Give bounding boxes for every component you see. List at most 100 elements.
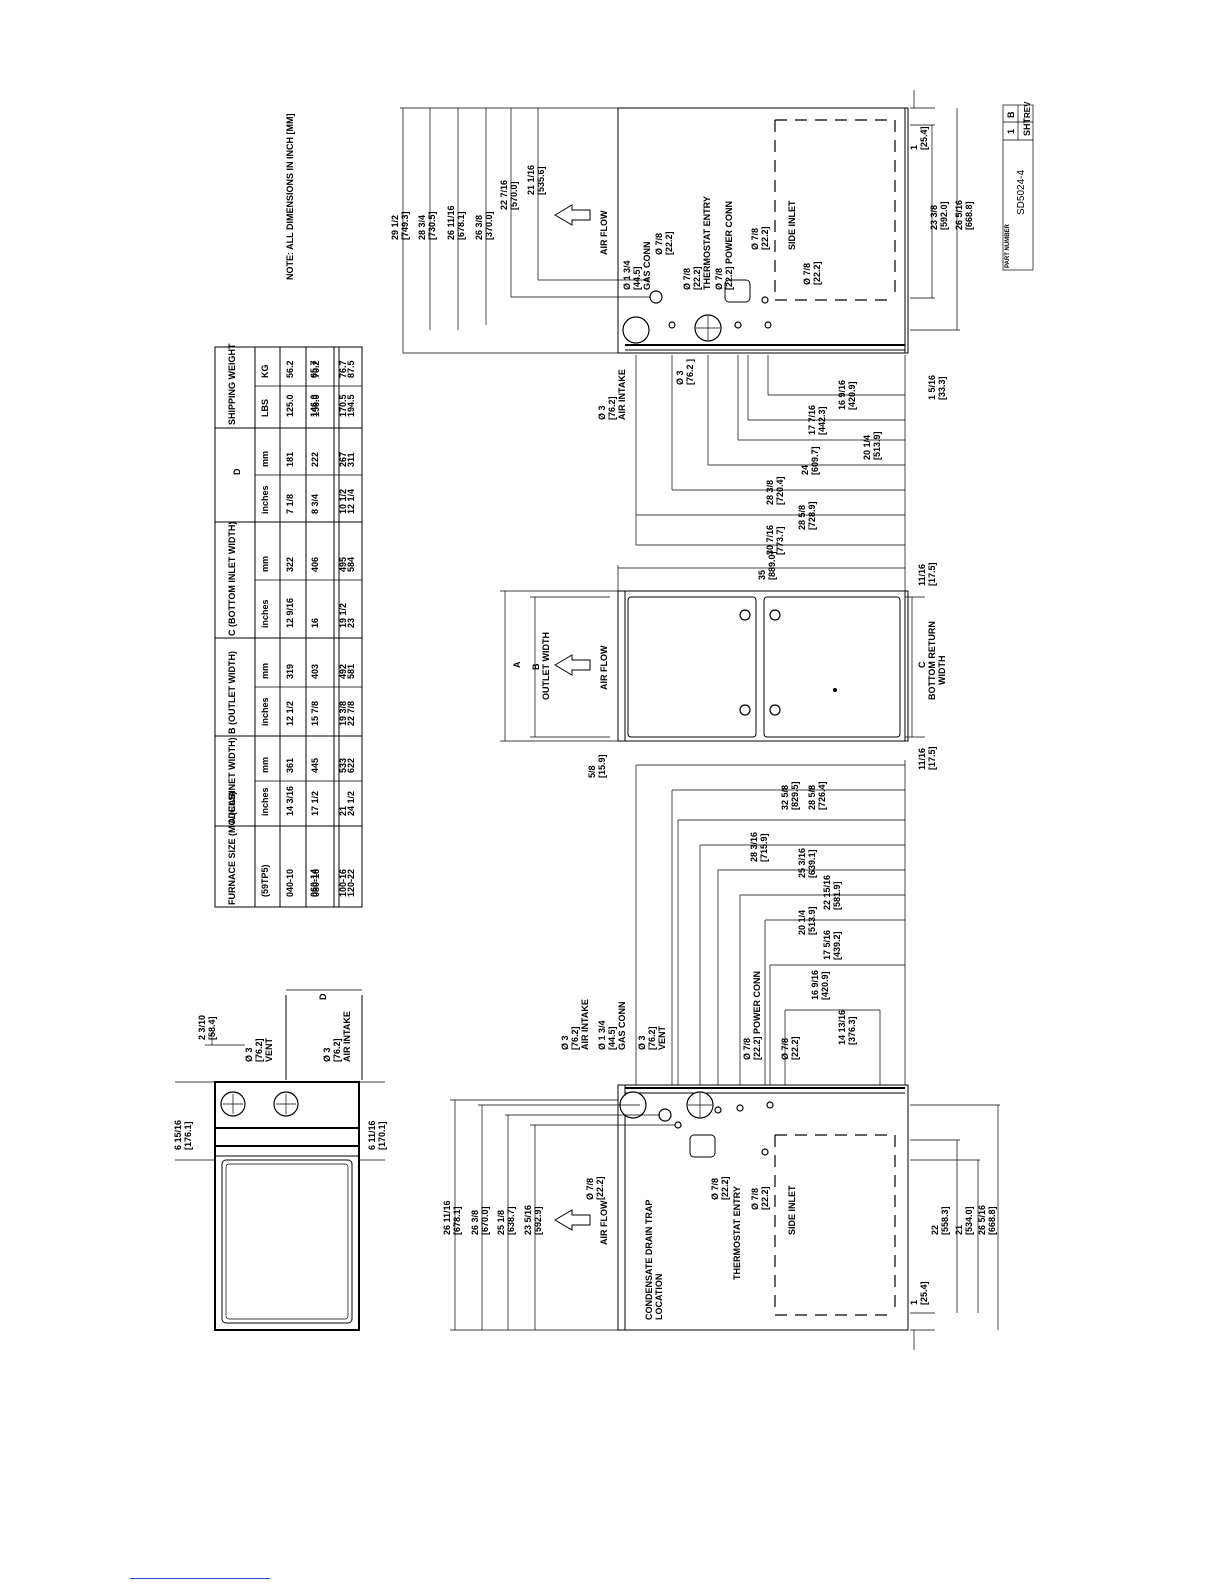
table-cell: 19 3/8 bbox=[338, 701, 348, 726]
table-cell: 311 bbox=[346, 452, 356, 467]
table-cell: 581 bbox=[346, 664, 356, 679]
svg-text:[22.2] POWER CONN: [22.2] POWER CONN bbox=[752, 971, 762, 1060]
svg-text:[76.2]: [76.2] bbox=[647, 1026, 657, 1050]
title-rev-label: REV bbox=[1023, 101, 1032, 118]
title-part-label: PART NUMBER bbox=[1005, 223, 1011, 268]
svg-text:[376.3]: [376.3] bbox=[847, 1016, 857, 1045]
svg-text:[76.2 ]: [76.2 ] bbox=[685, 359, 695, 385]
svg-text:11/16: 11/16 bbox=[917, 748, 927, 770]
table-cell: 8 3/4 bbox=[310, 494, 320, 514]
svg-text:AIR FLOW: AIR FLOW bbox=[599, 1200, 609, 1245]
svg-text:LOCATION: LOCATION bbox=[654, 1274, 664, 1320]
svg-text:[22.2]: [22.2] bbox=[760, 1186, 770, 1210]
svg-text:[570.0]: [570.0] bbox=[509, 181, 519, 210]
svg-text:[22.2]: [22.2] bbox=[720, 1176, 730, 1200]
svg-text:22 7/16: 22 7/16 bbox=[499, 180, 509, 210]
svg-text:CONDENSATE DRAIN TRAP: CONDENSATE DRAIN TRAP bbox=[644, 1200, 654, 1320]
title-sht: 1 bbox=[1006, 129, 1016, 134]
table-cell: 322 bbox=[285, 557, 295, 572]
svg-text:[534.0]: [534.0] bbox=[964, 1206, 974, 1235]
svg-text:32 5/8: 32 5/8 bbox=[780, 785, 790, 810]
right-side-view: 29 1/2 [749.3] 28 3/4 [730.5] 26 11/16 [… bbox=[390, 90, 974, 560]
svg-text:[668.8]: [668.8] bbox=[964, 201, 974, 230]
svg-text:Ø 7/8: Ø 7/8 bbox=[750, 1188, 760, 1210]
svg-text:AIR INTAKE: AIR INTAKE bbox=[342, 1011, 352, 1062]
svg-text:Ø 3: Ø 3 bbox=[637, 1035, 647, 1050]
table-cell: 445 bbox=[310, 758, 320, 773]
table-cell: 156.0 bbox=[311, 394, 321, 417]
svg-text:[728.9]: [728.9] bbox=[807, 501, 817, 530]
svg-text:WIDTH: WIDTH bbox=[937, 656, 947, 686]
table-header-b: B (OUTLET WIDTH) bbox=[227, 651, 237, 734]
svg-text:Ø 7/8: Ø 7/8 bbox=[750, 228, 760, 250]
svg-text:21 1/16: 21 1/16 bbox=[526, 165, 536, 195]
table-header-c: C (BOTTOM INLET WIDTH) bbox=[227, 522, 237, 636]
svg-text:[715.9]: [715.9] bbox=[759, 833, 769, 862]
svg-text:[513.9]: [513.9] bbox=[872, 431, 882, 460]
title-dwg: SD5024-4 bbox=[1016, 170, 1027, 215]
svg-text:Ø 7/8: Ø 7/8 bbox=[585, 1178, 595, 1200]
svg-text:16 9/16: 16 9/16 bbox=[837, 380, 847, 410]
svg-text:25 1/8: 25 1/8 bbox=[496, 1210, 506, 1235]
svg-text:17 7/16: 17 7/16 bbox=[807, 405, 817, 435]
table-cell: 56.2 bbox=[285, 360, 295, 378]
table-cell: 15 7/8 bbox=[310, 701, 320, 726]
svg-text:Ø 7/8: Ø 7/8 bbox=[714, 268, 724, 290]
svg-text:28 3/4: 28 3/4 bbox=[417, 215, 427, 240]
svg-text:[22.2]: [22.2] bbox=[692, 266, 702, 290]
table-header-d: D bbox=[232, 468, 242, 475]
svg-text:Ø 7/8: Ø 7/8 bbox=[682, 268, 692, 290]
svg-text:[638.7]: [638.7] bbox=[506, 1206, 516, 1235]
table-cell: 181 bbox=[285, 452, 295, 467]
table-unit-cell: KG bbox=[260, 365, 270, 379]
svg-text:22 15/16: 22 15/16 bbox=[822, 875, 832, 910]
svg-text:[439.2]: [439.2] bbox=[832, 931, 842, 960]
svg-text:26 5/16: 26 5/16 bbox=[977, 1205, 987, 1235]
svg-text:[592.9]: [592.9] bbox=[533, 1206, 543, 1235]
table-cell: 495 bbox=[338, 557, 348, 572]
svg-text:GAS CONN: GAS CONN bbox=[642, 241, 652, 290]
table-cell: 040-10 bbox=[285, 869, 295, 897]
svg-text:[22.2]: [22.2] bbox=[664, 231, 674, 255]
svg-text:OUTLET WIDTH: OUTLET WIDTH bbox=[541, 632, 551, 700]
svg-text:[639.1]: [639.1] bbox=[807, 849, 817, 878]
table-unit-cell: inches bbox=[260, 697, 270, 726]
svg-text:28 5/8: 28 5/8 bbox=[797, 505, 807, 530]
footer-link-underline bbox=[130, 1578, 270, 1579]
table-cell: 120-22 bbox=[346, 869, 356, 897]
table-header-ship: SHIPPING WEIGHT bbox=[227, 343, 237, 425]
table-unit-cell: mm bbox=[260, 451, 270, 467]
svg-text:6 11/16: 6 11/16 bbox=[367, 1120, 377, 1150]
table-cell: 194.5 bbox=[346, 394, 356, 417]
svg-text:16 9/16: 16 9/16 bbox=[810, 970, 820, 1000]
svg-text:GAS CONN: GAS CONN bbox=[617, 1001, 627, 1050]
svg-text:Ø 3: Ø 3 bbox=[244, 1047, 254, 1062]
svg-text:[773.7]: [773.7] bbox=[775, 526, 785, 555]
svg-text:[668.8]: [668.8] bbox=[987, 1206, 997, 1235]
table-cell: 24 1/2 bbox=[346, 791, 356, 816]
svg-text:A: A bbox=[512, 661, 522, 668]
svg-text:[720.4]: [720.4] bbox=[775, 476, 785, 505]
svg-text:AIR INTAKE: AIR INTAKE bbox=[617, 369, 627, 420]
table-cell: 170.5 bbox=[338, 394, 348, 417]
title-block: REV SHT B 1 SD5024-4 PART NUMBER bbox=[1002, 101, 1034, 271]
svg-text:5/8: 5/8 bbox=[587, 765, 597, 778]
svg-text:26 11/16: 26 11/16 bbox=[442, 1200, 452, 1235]
table-cell: 12 1/4 bbox=[346, 489, 356, 514]
svg-text:[889.0]: [889.0] bbox=[767, 551, 777, 580]
svg-text:[513.9]: [513.9] bbox=[807, 906, 817, 935]
svg-text:SIDE INLET: SIDE INLET bbox=[787, 1185, 797, 1235]
svg-text:26 5/16: 26 5/16 bbox=[954, 200, 964, 230]
svg-text:[22.2] POWER CONN: [22.2] POWER CONN bbox=[724, 201, 734, 290]
table-cell: 492 bbox=[338, 664, 348, 679]
table-cell: 65.7 bbox=[309, 360, 319, 378]
table-unit-cell: inches bbox=[260, 485, 270, 514]
svg-text:26 3/8: 26 3/8 bbox=[470, 1210, 480, 1235]
svg-text:23 5/16: 23 5/16 bbox=[523, 1205, 533, 1235]
svg-text:AIR INTAKE: AIR INTAKE bbox=[580, 999, 590, 1050]
svg-text:[22.2]: [22.2] bbox=[595, 1176, 605, 1200]
table-cell: 16 bbox=[310, 618, 320, 628]
svg-text:[609.7]: [609.7] bbox=[810, 446, 820, 475]
